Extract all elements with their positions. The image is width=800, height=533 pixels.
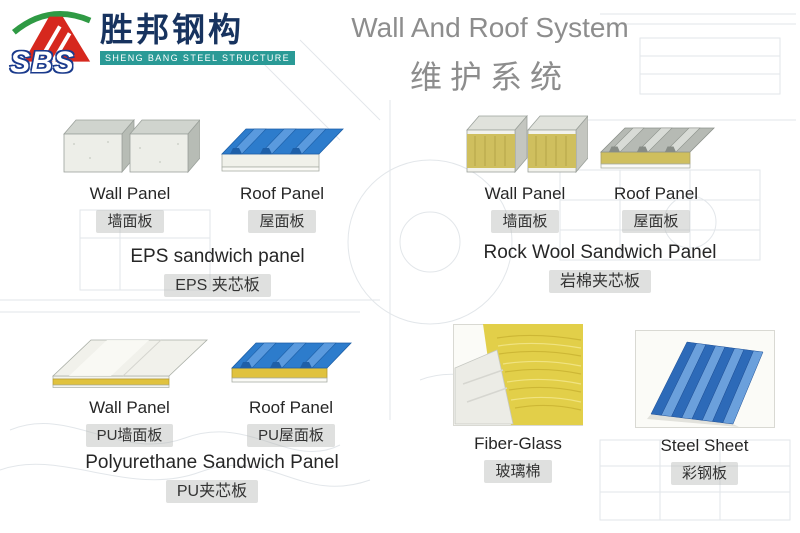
rockwool-caption-en: Rock Wool Sandwich Panel bbox=[483, 242, 717, 263]
page-titles: Wall And Roof System 维护系统 bbox=[320, 12, 660, 98]
company-name-block: 胜邦钢构 SHENG BANG STEEL STRUCTURE bbox=[100, 6, 296, 65]
eps-wall-label-en: Wall Panel bbox=[89, 184, 171, 203]
pu-roof-label-cn: PU屋面板 bbox=[247, 424, 335, 447]
eps-wall-panel-figure: Wall Panel 墙面板 bbox=[50, 112, 210, 233]
steel-sheet-label-en: Steel Sheet bbox=[660, 436, 749, 455]
company-name-en: SHENG BANG STEEL STRUCTURE bbox=[100, 51, 296, 65]
rockwool-wall-panel-image bbox=[455, 108, 595, 176]
rockwool-caption-cn: 岩棉夹芯板 bbox=[548, 270, 651, 293]
rockwool-wall-panel-figure: Wall Panel 墙面板 bbox=[455, 108, 595, 233]
rockwool-roof-panel-figure: Roof Panel 屋面板 bbox=[592, 108, 720, 233]
company-logo: SBS 胜邦钢构 SHENG BANG STEEL STRUCTURE bbox=[8, 6, 296, 80]
rockwool-roof-label-cn: 屋面板 bbox=[622, 210, 690, 233]
eps-caption-en: EPS sandwich panel bbox=[130, 246, 305, 267]
pu-caption-en: Polyurethane Sandwich Panel bbox=[85, 452, 339, 473]
pu-wall-label-cn: PU墙面板 bbox=[85, 424, 174, 447]
page-title-cn: 维护系统 bbox=[409, 59, 570, 95]
rockwool-wall-label-cn: 墙面板 bbox=[491, 210, 559, 233]
eps-caption-cn: EPS 夹芯板 bbox=[164, 274, 271, 297]
sbs-logo-icon: SBS bbox=[8, 6, 96, 80]
fiberglass-label-en: Fiber-Glass bbox=[474, 434, 562, 453]
eps-roof-panel-figure: Roof Panel 屋面板 bbox=[212, 112, 352, 233]
pu-wall-label-en: Wall Panel bbox=[89, 398, 170, 417]
rockwool-wall-label-en: Wall Panel bbox=[484, 184, 566, 203]
pu-roof-label-en: Roof Panel bbox=[248, 398, 334, 417]
pu-wall-panel-image bbox=[42, 330, 217, 390]
eps-roof-label-en: Roof Panel bbox=[239, 184, 325, 203]
rockwool-roof-label-en: Roof Panel bbox=[613, 184, 699, 203]
fiberglass-image bbox=[448, 320, 588, 426]
rockwool-roof-panel-image bbox=[592, 108, 720, 176]
steel-sheet-label-cn: 彩钢板 bbox=[670, 462, 738, 485]
pu-caption-cn: PU夹芯板 bbox=[165, 480, 259, 503]
eps-wall-panel-image bbox=[50, 112, 210, 176]
sbs-logo-text: SBS bbox=[10, 46, 75, 79]
steel-sheet-figure: Steel Sheet 彩钢板 bbox=[632, 326, 777, 485]
company-name-cn: 胜邦钢构 bbox=[100, 11, 244, 48]
pu-roof-panel-figure: Roof Panel PU屋面板 bbox=[222, 330, 360, 447]
fiberglass-figure: Fiber-Glass 玻璃棉 bbox=[448, 320, 588, 483]
steel-sheet-image bbox=[632, 326, 777, 428]
pu-roof-panel-image bbox=[222, 330, 360, 390]
fiberglass-label-cn: 玻璃棉 bbox=[484, 460, 552, 483]
eps-roof-label-cn: 屋面板 bbox=[248, 210, 316, 233]
page-title-en: Wall And Roof System bbox=[351, 12, 629, 43]
pu-wall-panel-figure: Wall Panel PU墙面板 bbox=[42, 330, 217, 447]
eps-caption: EPS sandwich panel EPS 夹芯板 bbox=[70, 246, 365, 297]
eps-wall-label-cn: 墙面板 bbox=[96, 210, 164, 233]
eps-roof-panel-image bbox=[212, 112, 352, 176]
rockwool-caption: Rock Wool Sandwich Panel 岩棉夹芯板 bbox=[440, 242, 760, 293]
pu-caption: Polyurethane Sandwich Panel PU夹芯板 bbox=[62, 452, 362, 503]
